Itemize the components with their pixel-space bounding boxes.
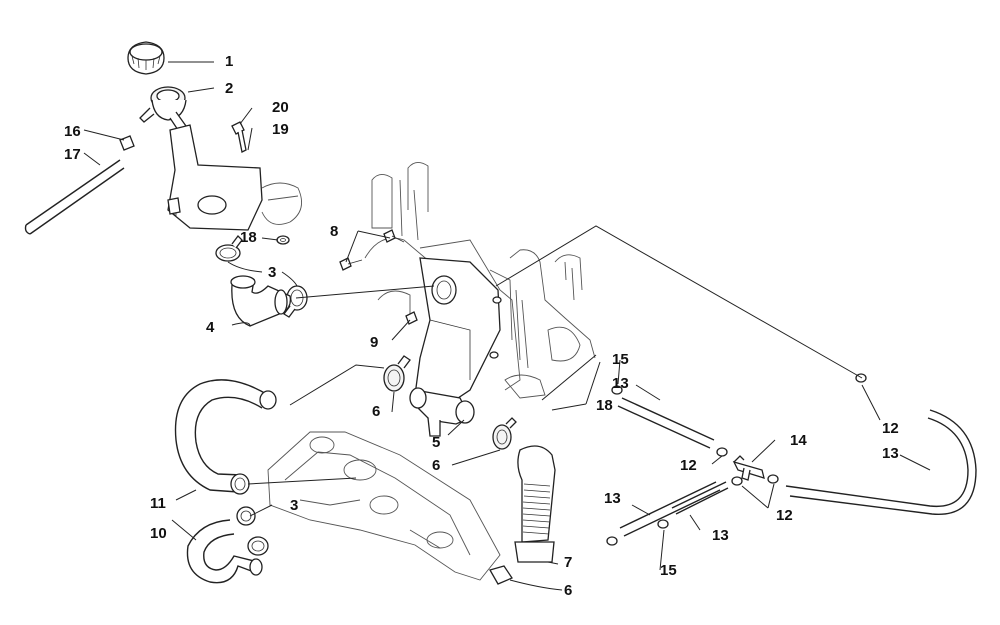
callout-5: 5 <box>432 434 440 451</box>
filler-bracket <box>167 124 263 231</box>
intake-manifold-outline <box>267 431 501 581</box>
bleed-tube-3 <box>671 481 729 515</box>
leader-lines <box>83 61 931 591</box>
callout-10: 10 <box>150 525 167 542</box>
housing-bolt-2 <box>383 229 405 243</box>
return-hose-lower <box>186 519 263 584</box>
tube-fitting-15c <box>657 519 669 529</box>
hose-clip-12b <box>716 447 728 457</box>
callout-20: 20 <box>272 99 289 116</box>
return-hose-upper <box>174 379 277 493</box>
callout-labels: 1 2 20 19 16 17 18 3 4 8 9 6 5 6 7 6 11 … <box>64 53 899 599</box>
housing-bolt-1 <box>339 257 363 271</box>
hose-clamp-lower-2 <box>236 506 256 526</box>
bleed-tube-1 <box>617 397 715 449</box>
overflow-hose <box>24 159 125 235</box>
hose-clamp-lower-3 <box>247 536 269 556</box>
hose-clamp-6a <box>383 355 411 392</box>
hose-clip-12c <box>731 476 743 486</box>
callout-19: 19 <box>272 121 289 138</box>
callout-16: 16 <box>64 123 81 140</box>
hose-clamp-lower-1 <box>230 473 250 495</box>
bleed-hose-long <box>785 409 977 515</box>
callout-2: 2 <box>225 80 233 97</box>
engine-cylinder-outline <box>364 162 596 399</box>
callout-11: 11 <box>150 495 166 512</box>
filler-neck <box>139 86 187 131</box>
tube-fitting-15a <box>611 385 623 395</box>
callout-4: 4 <box>206 319 215 336</box>
callout-7: 7 <box>564 554 572 571</box>
callout-17: 17 <box>64 146 81 163</box>
hose-clamp-6b <box>492 417 517 450</box>
callout-3-upper: 3 <box>268 264 276 281</box>
callout-13-lower-right: 13 <box>712 527 729 544</box>
callout-15-lower: 15 <box>660 562 677 579</box>
thermostat-housing <box>414 257 502 411</box>
callout-1: 1 <box>225 53 233 70</box>
callout-14: 14 <box>790 432 807 449</box>
callout-3-lower: 3 <box>290 497 298 514</box>
callout-12-far-right: 12 <box>882 420 899 437</box>
callout-9: 9 <box>370 334 378 351</box>
callout-6-middle: 6 <box>432 457 440 474</box>
t-fitting <box>409 387 475 437</box>
callout-18-upper: 18 <box>240 229 257 246</box>
tube-fitting-15b <box>606 536 618 546</box>
bleed-tube-2 <box>619 481 721 537</box>
elbow-hose <box>230 275 292 327</box>
overflow-fitting <box>119 135 135 151</box>
callout-18-lower: 18 <box>596 397 613 414</box>
hose-clamp-upper <box>215 235 243 262</box>
callout-15-upper: 15 <box>612 351 629 368</box>
hose-end-6c <box>489 565 513 585</box>
callout-13-upper: 13 <box>612 375 629 392</box>
tee-connector <box>732 455 765 481</box>
corrugated-hose <box>514 445 556 563</box>
nut-upper <box>276 235 290 245</box>
callout-13-lower-left: 13 <box>604 490 621 507</box>
callout-6-lower: 6 <box>564 582 572 599</box>
expansion-tank-ghost <box>261 182 303 225</box>
callout-12-left: 12 <box>680 457 697 474</box>
callout-8: 8 <box>330 223 338 240</box>
bracket-bolt <box>231 121 247 153</box>
filler-cap <box>127 41 165 75</box>
callout-12-right: 12 <box>776 507 793 524</box>
callout-6-upper: 6 <box>372 403 380 420</box>
callout-13-far-right: 13 <box>882 445 899 462</box>
hose-clip-12d <box>767 474 779 484</box>
